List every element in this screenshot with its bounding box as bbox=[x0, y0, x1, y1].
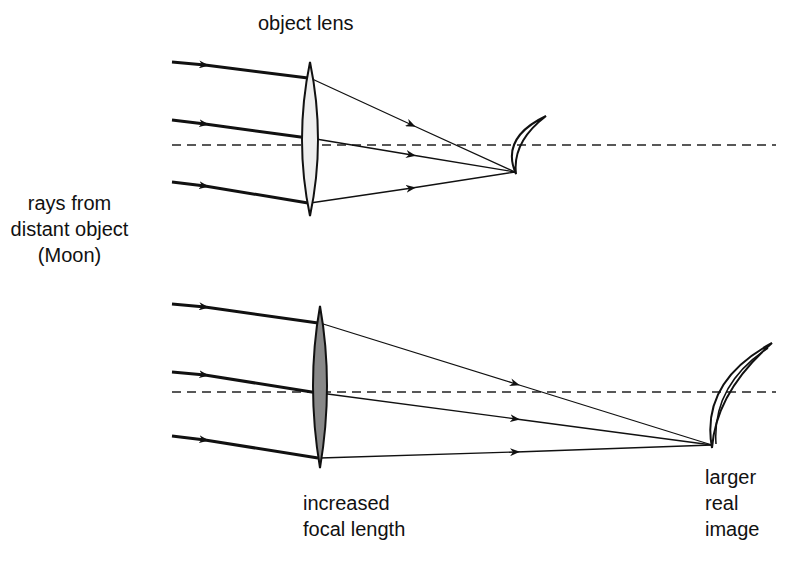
ray bbox=[320, 393, 712, 445]
ray bbox=[172, 436, 318, 458]
ray bbox=[172, 120, 308, 138]
ray bbox=[320, 323, 712, 445]
ray bbox=[172, 304, 318, 323]
ray bbox=[172, 62, 308, 78]
ray bbox=[310, 78, 515, 172]
convex-lens bbox=[313, 306, 327, 468]
refracted-rays bbox=[310, 78, 515, 203]
optical-axis bbox=[172, 391, 776, 393]
optical-axis bbox=[172, 144, 776, 146]
ray bbox=[172, 372, 318, 393]
lens-label: object lens bbox=[258, 10, 418, 36]
object-label: rays from distant object (Moon) bbox=[2, 190, 137, 268]
refracted-rays bbox=[320, 323, 712, 458]
moon-image bbox=[710, 343, 772, 448]
incoming-rays bbox=[172, 304, 318, 458]
moon-image bbox=[716, 348, 768, 444]
ray bbox=[320, 445, 712, 458]
incoming-rays bbox=[172, 62, 308, 203]
ray bbox=[310, 172, 515, 203]
convex-lens bbox=[302, 62, 318, 216]
ray bbox=[172, 182, 308, 203]
ray bbox=[310, 138, 515, 172]
moon-image bbox=[512, 116, 546, 174]
focal-length-label: increased focal length bbox=[303, 490, 428, 542]
image-label: larger real image bbox=[705, 464, 790, 542]
